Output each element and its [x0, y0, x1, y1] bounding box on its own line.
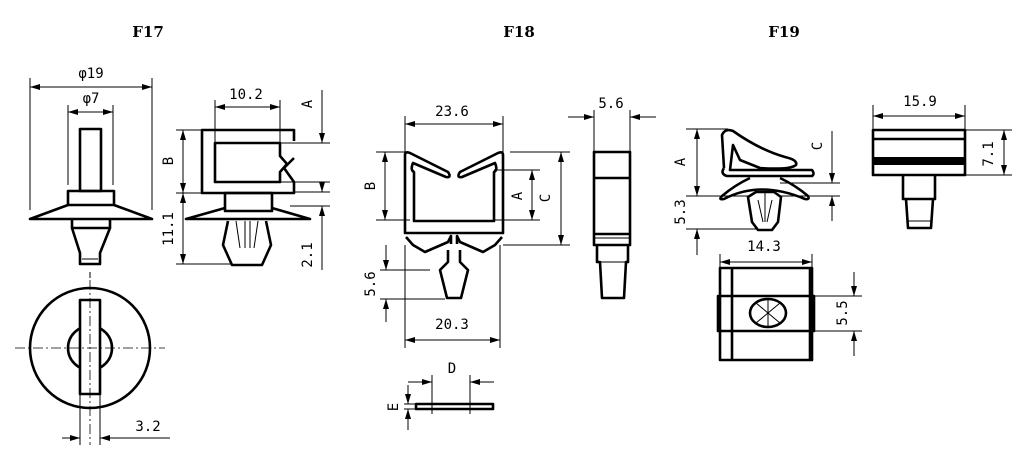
- dim-5-3: 5.3: [673, 199, 689, 224]
- dim-11-1: 11.1: [161, 212, 177, 246]
- f18-front-view: [376, 116, 570, 348]
- dim-14-3: 14.3: [747, 239, 781, 255]
- dim-3-2: 3.2: [135, 419, 160, 435]
- f17-top-view: [15, 280, 170, 445]
- f19-right-view: [871, 105, 1012, 230]
- dim-phi19: φ19: [78, 66, 103, 82]
- f17-side-view: [176, 90, 330, 270]
- dim-15-9: 15.9: [903, 94, 937, 110]
- dim-5-6-side: 5.6: [598, 96, 623, 112]
- dim-phi7: φ7: [83, 91, 100, 107]
- label-c-f18: C: [538, 194, 554, 202]
- dim-7-1: 7.1: [981, 141, 997, 166]
- label-c-f19: C: [810, 142, 826, 150]
- dim-2-1: 2.1: [300, 242, 316, 267]
- dim-20-3: 20.3: [435, 317, 469, 333]
- figure-title-f17: F17: [132, 23, 164, 41]
- f17-front-view: [28, 78, 154, 278]
- label-d: D: [448, 361, 456, 377]
- f18-side-view: [568, 110, 656, 300]
- figure-title-f19: F19: [768, 23, 800, 41]
- f19-bottom-view: [716, 254, 862, 362]
- dim-23-6: 23.6: [435, 104, 469, 120]
- label-a-f18: A: [510, 191, 526, 200]
- figure-title-f18: F18: [503, 23, 535, 41]
- f19-side-view: [686, 128, 840, 255]
- dim-5-6-pin: 5.6: [363, 271, 379, 296]
- label-a-f19: A: [673, 157, 689, 166]
- label-a-f17: A: [300, 99, 316, 108]
- dim-10-2: 10.2: [229, 87, 263, 103]
- label-e: E: [386, 403, 402, 411]
- f18-detail-view: [404, 375, 495, 430]
- label-b-f17: B: [161, 157, 177, 165]
- label-b-f18: B: [363, 182, 379, 190]
- dim-5-5: 5.5: [835, 300, 851, 325]
